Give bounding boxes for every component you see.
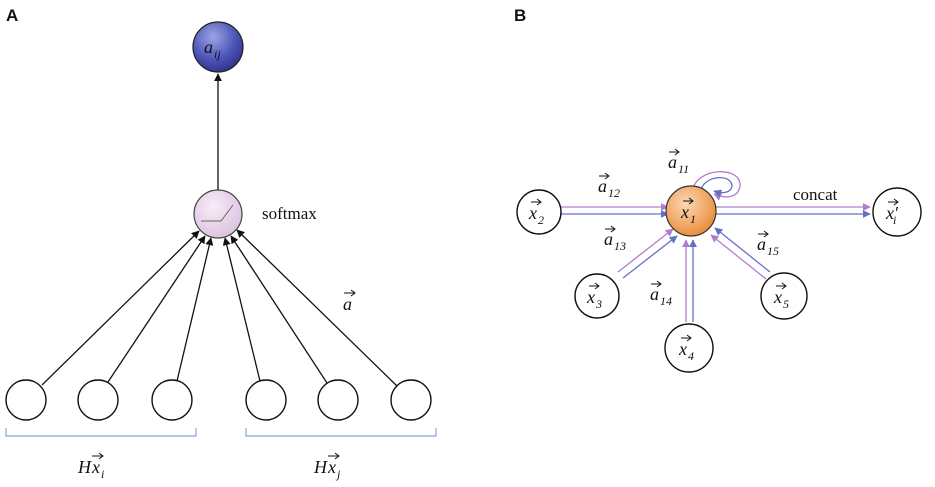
edge-x2-x1: [560, 203, 669, 218]
vector-arrow-icon: [328, 452, 340, 460]
vector-arrow-icon: [888, 198, 899, 206]
vector-arrow-icon: [669, 148, 680, 156]
neighbor-node-x4: x4: [664, 323, 714, 373]
edge-label-a11: a11: [668, 148, 689, 176]
input-node-i3: [151, 379, 193, 421]
edge-label-a13: a13: [604, 225, 626, 253]
vector-arrow-icon: [92, 452, 104, 460]
edge-x3-x1: [617, 228, 678, 279]
edge-label-a15: a15: [757, 230, 779, 258]
vector-arrow-icon: [344, 289, 356, 297]
vector-arrow-icon: [599, 172, 610, 180]
group-label-left: Hxi: [77, 452, 104, 481]
vector-arrow-icon: [605, 225, 616, 233]
bracket-left: [5, 428, 197, 437]
panel-b: B: [514, 6, 922, 373]
svg-text:a11: a11: [668, 152, 689, 176]
neighbor-node-x3: x3: [574, 273, 620, 319]
output-node-label: aij: [204, 37, 221, 61]
edge-label-a12: a12: [598, 172, 620, 200]
input-arrow-i1: [41, 230, 200, 386]
vector-arrow-icon: [683, 197, 694, 205]
input-node-j2: [317, 379, 359, 421]
softmax-node: [193, 189, 243, 239]
svg-text:a15: a15: [757, 234, 779, 258]
svg-text:Hxj: Hxj: [313, 457, 341, 481]
svg-text:x4: x4: [678, 339, 694, 363]
edge-label-a14: a14: [650, 280, 672, 308]
svg-text:a12: a12: [598, 176, 620, 200]
svg-text:x5: x5: [773, 287, 789, 311]
edge-x1-output: [716, 203, 871, 218]
vector-arrow-icon: [776, 282, 787, 290]
svg-text:Hxi: Hxi: [77, 457, 104, 481]
input-node-i1: [5, 379, 47, 421]
vector-arrow-icon: [758, 230, 769, 238]
svg-text:x1: x1: [680, 202, 696, 226]
neighbor-node-x2: x2: [516, 189, 562, 235]
vector-arrow-icon: [531, 198, 542, 206]
panel-a-label: A: [6, 6, 18, 25]
panel-b-label: B: [514, 6, 526, 25]
output-node-xi-prime: x′i: [872, 187, 922, 237]
input-arrows: [41, 229, 398, 387]
input-arrow-i3: [176, 237, 214, 382]
svg-text:x3: x3: [586, 287, 602, 311]
svg-text:a13: a13: [604, 229, 626, 253]
bracket-right: [245, 428, 437, 437]
output-node-aij: aij: [192, 21, 244, 73]
relu-curve-icon: [201, 204, 234, 222]
edge-x4-x1: [682, 239, 697, 322]
svg-text:a: a: [343, 294, 352, 314]
softmax-label: softmax: [262, 204, 317, 223]
input-arrow-j2: [230, 235, 328, 384]
self-loop-arrows: [691, 171, 741, 201]
input-nodes: [5, 379, 432, 421]
input-arrow-j3: [236, 229, 398, 387]
svg-text:x′i: x′i: [885, 203, 899, 227]
edge-x5-x1: [710, 227, 771, 280]
center-node-x1: x1: [665, 185, 717, 237]
vector-arrow-icon: [681, 334, 692, 342]
concat-label: concat: [793, 185, 838, 204]
input-node-j1: [245, 379, 287, 421]
input-node-i2: [77, 379, 119, 421]
weight-vector-label: a: [343, 289, 356, 314]
group-label-right: Hxj: [313, 452, 341, 481]
input-node-j3: [390, 379, 432, 421]
neighbor-node-x5: x5: [760, 272, 808, 320]
input-arrow-j1: [222, 237, 261, 382]
input-arrow-i2: [107, 235, 206, 383]
panel-a: A aij softmax: [5, 6, 437, 481]
vector-arrow-icon: [651, 280, 662, 288]
svg-text:x2: x2: [528, 203, 544, 227]
svg-text:a14: a14: [650, 284, 672, 308]
vector-arrow-icon: [589, 282, 600, 290]
